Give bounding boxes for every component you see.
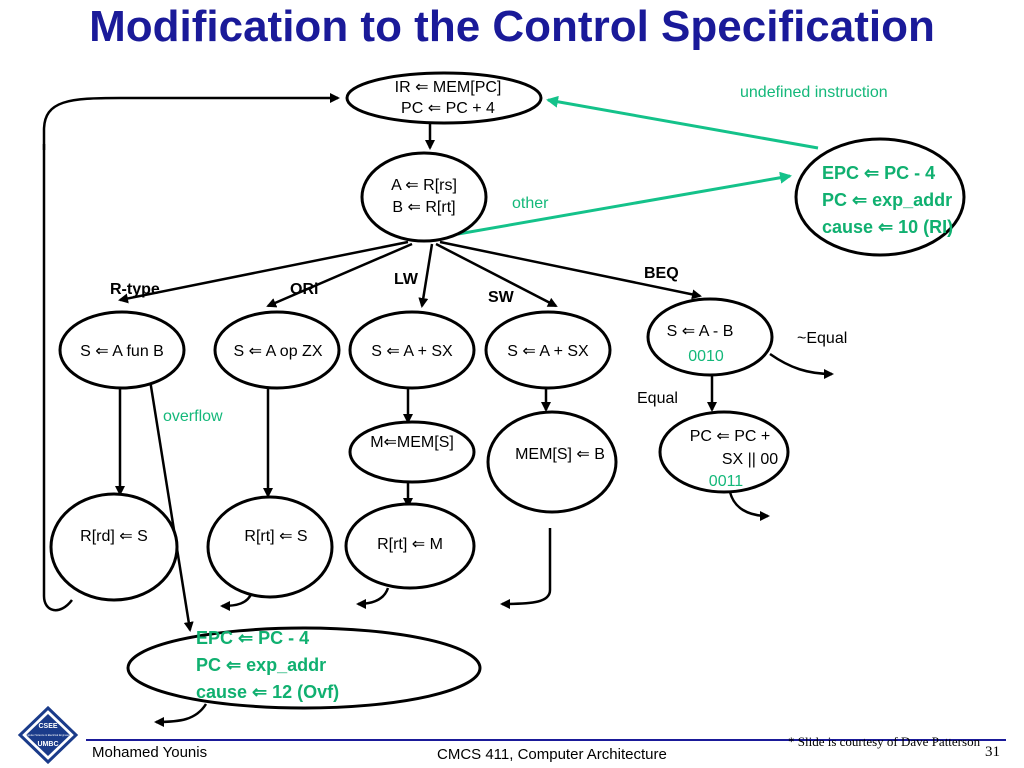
label-ori: ORi [290, 281, 318, 298]
label-not-equal: ~Equal [797, 330, 847, 347]
edge-return-ovf [154, 703, 208, 727]
edge-overflow [148, 379, 194, 632]
decode-line2: B ⇐ R[rt] [392, 199, 455, 216]
edge-return-branch [728, 491, 770, 521]
branch-code: 0011 [709, 473, 744, 490]
edge-ori [266, 242, 413, 308]
edge-return-fetch [42, 93, 340, 150]
node-decode [360, 151, 488, 243]
fetch-line1: IR ⇐ MEM[PC] [395, 79, 502, 96]
node-rtype-wb [49, 492, 179, 602]
node-ori-exec [213, 310, 341, 390]
logo-top-text: CSEE [38, 723, 57, 730]
edge-return-rtype [42, 144, 73, 612]
ovf-exc-line1: EPC ⇐ PC - 4 [196, 628, 309, 648]
lw-exec-text: S ⇐ A + SX [371, 343, 453, 360]
edge-return-lw [356, 587, 390, 609]
ori-exec-text: S ⇐ A op ZX [233, 343, 322, 360]
branch-line1: PC ⇐ PC + [690, 428, 771, 445]
node-lw-exec [348, 310, 476, 390]
edge-lw [418, 243, 434, 308]
page-number: 31 [985, 744, 1000, 760]
rtype-exec-text: S ⇐ A fun B [80, 343, 164, 360]
edge-beq [439, 240, 702, 300]
node-beq-exec [646, 297, 774, 377]
rtype-wb-text: R[rd] ⇐ S [80, 528, 148, 545]
label-rtype: R-type [110, 281, 160, 298]
node-ri-exception [794, 137, 966, 257]
beq-exec-text: S ⇐ A - B [667, 323, 734, 340]
label-overflow: overflow [163, 408, 223, 425]
edge-sw [435, 242, 558, 308]
slide-credit: * Slide is courtesy of Dave Patterson [788, 734, 981, 749]
ori-wb-text: R[rt] ⇐ S [244, 528, 307, 545]
label-other: other [512, 195, 549, 212]
fetch-line2: PC ⇐ PC + 4 [401, 100, 495, 117]
edge-other [457, 171, 792, 236]
label-lw: LW [394, 271, 419, 288]
edge-rtype [118, 240, 409, 304]
ovf-exc-line2: PC ⇐ exp_addr [196, 655, 326, 675]
sw-mem-text: MEM[S] ⇐ B [515, 446, 605, 463]
label-undefined-instruction: undefined instruction [740, 84, 888, 101]
ri-exc-line1: EPC ⇐ PC - 4 [822, 163, 935, 183]
node-lw-mem [348, 420, 476, 484]
logo-bottom-text: UMBC [38, 741, 59, 748]
node-lw-wb [344, 502, 476, 590]
footer-author: Mohamed Younis [92, 744, 208, 761]
ri-exc-line2: PC ⇐ exp_addr [822, 190, 952, 210]
label-equal: Equal [637, 390, 678, 407]
node-rtype-exec [58, 310, 186, 390]
decode-line1: A ⇐ R[rs] [391, 177, 457, 194]
node-ovf-exception [126, 626, 482, 710]
ri-exc-line3: cause ⇐ 10 (RI) [822, 217, 953, 237]
edge-undefined-instruction [546, 95, 819, 150]
logo-mid-text: Computer Science & Electrical Engineerin… [23, 733, 73, 737]
branch-line2: SX || 00 [722, 451, 778, 468]
sw-exec-text: S ⇐ A + SX [507, 343, 589, 360]
beq-code: 0010 [688, 348, 724, 365]
node-sw-exec [484, 310, 612, 390]
label-sw: SW [488, 289, 515, 306]
footer-course: CMCS 411, Computer Architecture [437, 746, 667, 763]
csee-logo: CSEE Computer Science & Electrical Engin… [17, 706, 79, 764]
node-fetch [345, 71, 543, 125]
label-beq: BEQ [644, 265, 679, 282]
edge-return-sw [500, 528, 552, 609]
ovf-exc-line3: cause ⇐ 12 (Ovf) [196, 682, 339, 702]
node-sw-mem [486, 410, 618, 514]
lw-mem-text: M⇐MEM[S] [370, 434, 454, 451]
node-ori-wb [206, 495, 334, 599]
footer-rule [86, 739, 1006, 741]
node-beq-branch [658, 410, 790, 494]
lw-wb-text: R[rt] ⇐ M [377, 536, 443, 553]
slide-title: Modification to the Control Specificatio… [89, 2, 935, 51]
edge-not-equal [769, 352, 834, 379]
